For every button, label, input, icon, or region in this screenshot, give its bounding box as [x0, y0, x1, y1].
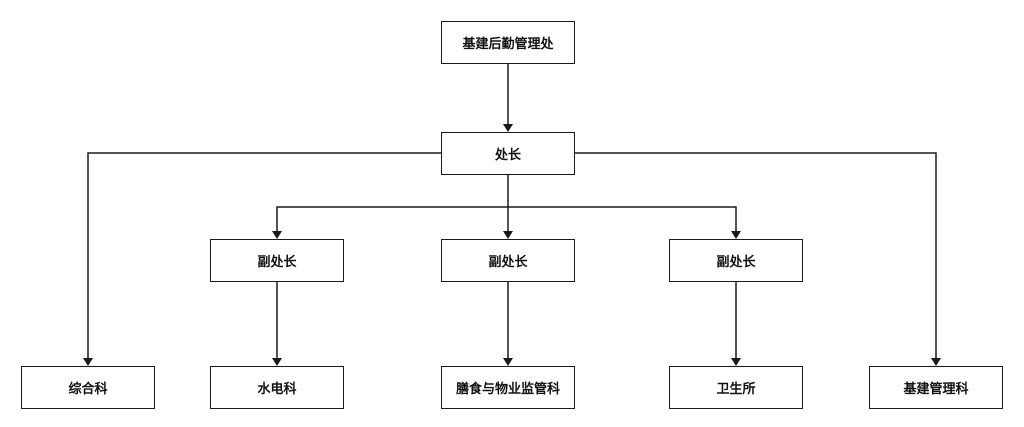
arrowhead: [931, 358, 941, 366]
node-root-department: 基建后勤管理处: [441, 21, 575, 64]
connector-director-general: [87, 152, 442, 358]
arrowhead: [503, 124, 513, 132]
arrowhead: [272, 358, 282, 366]
node-deputy-director-3: 副处长: [669, 239, 803, 282]
node-clinic: 卫生所: [669, 366, 803, 409]
arrowhead: [272, 231, 282, 239]
node-deputy-director-2: 副处长: [441, 239, 575, 282]
arrowhead: [731, 358, 741, 366]
node-general-office: 综合科: [21, 366, 155, 409]
arrowhead: [503, 358, 513, 366]
node-catering-property-section: 膳食与物业监管科: [441, 366, 575, 409]
node-director: 处长: [441, 132, 575, 175]
node-infrastructure-management-section: 基建管理科: [869, 366, 1003, 409]
arrowhead: [503, 231, 513, 239]
connector-director-infrastructure: [574, 152, 937, 358]
arrowhead: [83, 358, 93, 366]
node-deputy-director-1: 副处长: [210, 239, 344, 282]
node-water-electric-section: 水电科: [210, 366, 344, 409]
arrowhead: [731, 231, 741, 239]
connector-deputy-bus: [276, 206, 737, 231]
